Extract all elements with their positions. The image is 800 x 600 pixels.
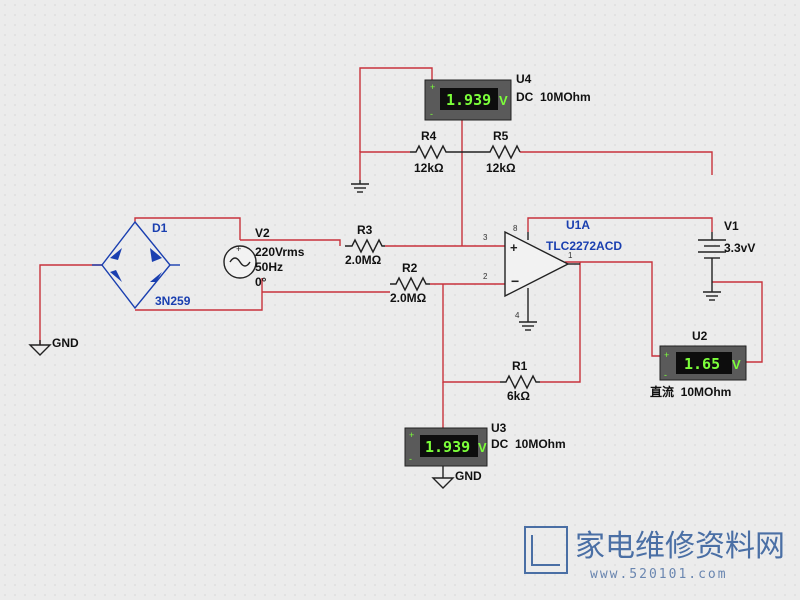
r3-ref: R3	[357, 223, 373, 237]
r3-value: 2.0MΩ	[345, 253, 382, 267]
wire-r5-v1[interactable]	[520, 151, 713, 175]
ground-icon	[351, 180, 369, 193]
wire-r1-out[interactable]	[540, 262, 581, 383]
bridge-rectifier-d1[interactable]: D1 3N259	[92, 220, 191, 310]
d1-ref: D1	[152, 221, 168, 235]
ground-icon	[519, 318, 537, 331]
gnd-u3-label: GND	[455, 469, 482, 483]
gnd-left-label: GND	[52, 336, 79, 350]
r5-ref: R5	[493, 129, 509, 143]
resistor-r2[interactable]: R2 2.0MΩ	[390, 261, 430, 305]
resistor-r5[interactable]: R5 12kΩ	[484, 129, 521, 175]
v1-ref: V1	[724, 219, 739, 233]
r5-value: 12kΩ	[486, 161, 516, 175]
u2-minus: -	[664, 370, 667, 380]
multimeter-u4[interactable]: 1.939 V + - U4 DC 10MOhm	[424, 72, 591, 121]
multimeter-u3[interactable]: 1.939 V + - U3 DC 10MOhm	[404, 421, 566, 467]
u1a-part: TLC2272ACD	[546, 239, 622, 253]
resistor-r1[interactable]: R1 6kΩ	[500, 359, 540, 403]
wire-u4-left[interactable]	[359, 67, 433, 152]
u4-ref: U4	[516, 72, 532, 86]
multimeter-u2[interactable]: 1.65 V + - U2 直流 10MOhm	[650, 329, 747, 399]
u2-plus: +	[664, 350, 669, 360]
u3-ref: U3	[491, 421, 507, 435]
wire-v1-u2[interactable]	[712, 281, 763, 363]
ground-icon	[703, 285, 721, 301]
wire-vcc[interactable]	[527, 217, 713, 232]
watermark-url: www.520101.com	[590, 567, 728, 582]
u1a-ref: U1A	[566, 218, 590, 232]
v2-plus-sign: +	[236, 244, 241, 254]
u3-minus: -	[409, 454, 412, 464]
wires	[39, 67, 763, 432]
wire-gnd-left[interactable]	[39, 264, 102, 345]
opamp-plus-sign: +	[510, 240, 518, 255]
u4-reading: 1.939	[446, 91, 491, 109]
v2-ref: V2	[255, 226, 270, 240]
opamp-minus-sign: −	[511, 273, 519, 289]
wire-out-u2[interactable]	[565, 261, 660, 357]
sine-icon	[229, 257, 251, 267]
pin-3: 3	[483, 233, 488, 242]
pin-1: 1	[568, 251, 573, 260]
dc-source-v1[interactable]: V1 3.3vV	[698, 219, 755, 285]
watermark-site: 家电维修资料网	[575, 530, 785, 563]
v1-value: 3.3vV	[724, 241, 755, 255]
pin-4: 4	[515, 311, 520, 320]
u4-minus: -	[430, 109, 433, 119]
u2-unit: V	[732, 357, 741, 372]
r1-ref: R1	[512, 359, 528, 373]
r2-ref: R2	[402, 261, 418, 275]
u2-mode: 直流 10MOhm	[650, 384, 731, 399]
resistor-r3[interactable]: R3 2.0MΩ	[345, 223, 385, 267]
d1-value: 3N259	[155, 294, 191, 308]
opamp-u1a[interactable]: + − 3 2 8 4 1 U1A TLC2272ACD	[483, 218, 622, 320]
wire-bridge-v2-bottom[interactable]	[135, 278, 263, 311]
r1-value: 6kΩ	[507, 389, 530, 403]
u3-plus: +	[409, 430, 414, 440]
u4-unit: V	[499, 93, 508, 108]
wire-v2-r3[interactable]	[240, 239, 341, 246]
u2-ref: U2	[692, 329, 708, 343]
v2-frequency: 50Hz	[255, 260, 283, 274]
u3-mode: DC 10MOhm	[491, 437, 566, 451]
ac-source-v2[interactable]: + V2 220Vrms 50Hz 0°	[223, 226, 305, 289]
u3-unit: V	[478, 440, 487, 455]
watermark-logo: 家电维修资料网 www.520101.com	[524, 526, 785, 582]
u4-plus: +	[430, 82, 435, 92]
wire-bridge-v2-top[interactable]	[134, 217, 241, 240]
ground-icon	[28, 340, 52, 356]
pin-8: 8	[513, 224, 518, 233]
v2-amplitude: 220Vrms	[255, 245, 305, 259]
u3-reading: 1.939	[425, 438, 470, 456]
pin-2: 2	[483, 272, 488, 281]
r2-value: 2.0MΩ	[390, 291, 427, 305]
u2-reading: 1.65	[684, 355, 720, 373]
diode-icon	[110, 248, 162, 282]
resistor-r4[interactable]: R4 12kΩ	[410, 129, 452, 175]
r4-value: 12kΩ	[414, 161, 444, 175]
u4-mode: DC 10MOhm	[516, 90, 591, 104]
r4-ref: R4	[421, 129, 437, 143]
v2-phase: 0°	[255, 275, 267, 289]
ground-icon	[431, 466, 455, 489]
